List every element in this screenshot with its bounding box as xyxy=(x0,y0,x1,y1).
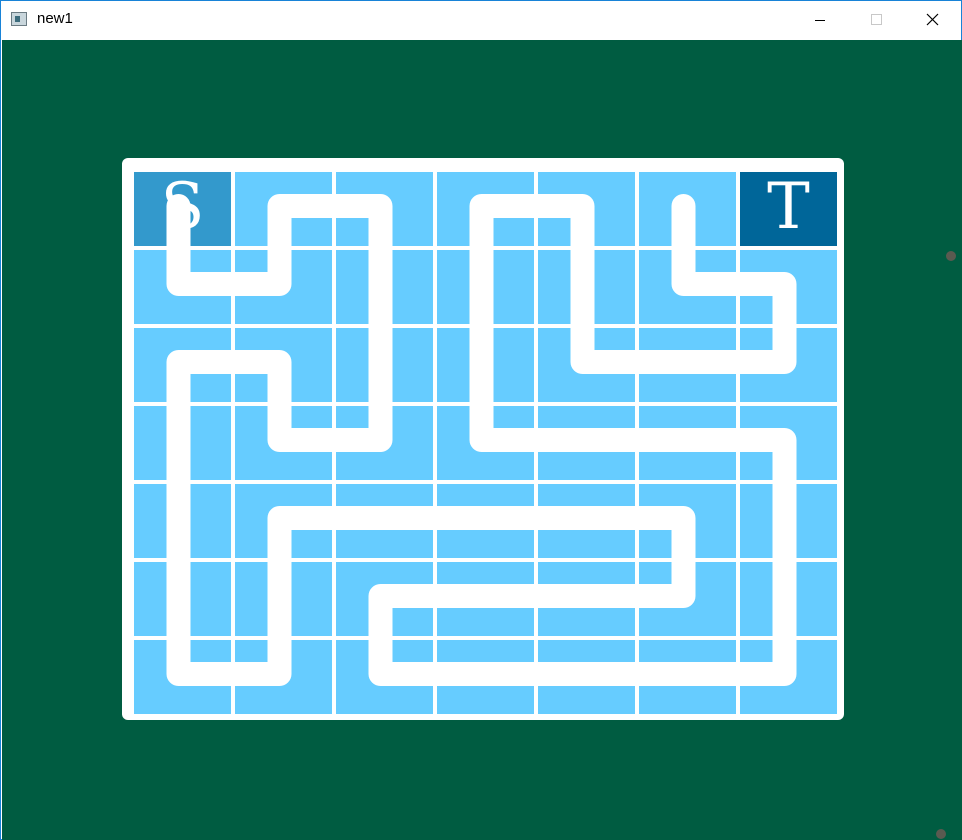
maximize-icon xyxy=(871,14,882,25)
window-title: new1 xyxy=(37,10,73,27)
minimize-icon xyxy=(815,20,825,21)
solution-path xyxy=(166,194,797,686)
close-icon xyxy=(926,13,939,26)
maximize-button[interactable] xyxy=(853,1,899,39)
minimize-button[interactable] xyxy=(797,1,843,39)
maze-board[interactable] xyxy=(2,40,962,840)
edge-dot xyxy=(946,251,956,261)
target-marker: T xyxy=(767,170,810,244)
close-button[interactable] xyxy=(909,1,955,39)
game-canvas[interactable]: S T xyxy=(2,40,962,840)
start-marker: S xyxy=(160,170,205,244)
maze-cell[interactable] xyxy=(740,172,837,246)
edge-dot xyxy=(936,829,946,839)
title-bar[interactable]: new1 xyxy=(1,1,961,39)
app-icon xyxy=(11,12,27,26)
